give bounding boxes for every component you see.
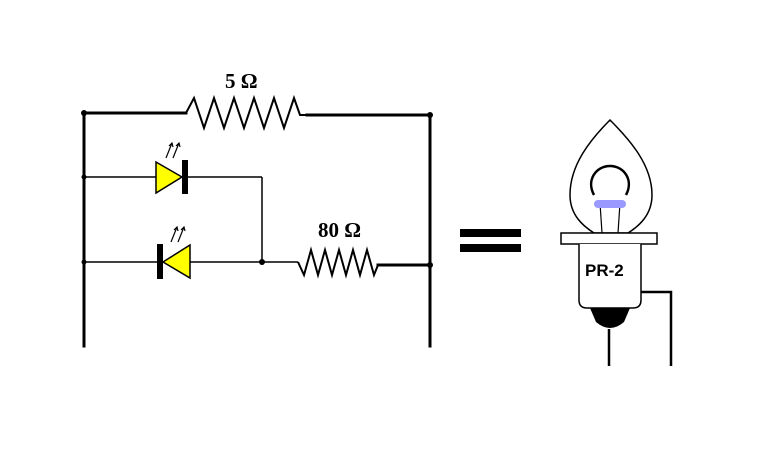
resistor-5-ohm-label: 5 Ω [225,69,258,93]
circuit-wires [82,111,432,348]
resistor-80-ohm [297,246,379,279]
bulb-label: PR-2 [585,261,624,280]
resistor-5-ohm [185,94,307,132]
led-upper-icon [155,141,188,195]
light-bulb-icon [560,118,673,366]
equals-sign [460,229,521,252]
junction-nodes [81,110,433,268]
led-lower-icon [157,225,191,280]
resistor-80-ohm-label: 80 Ω [318,218,361,242]
